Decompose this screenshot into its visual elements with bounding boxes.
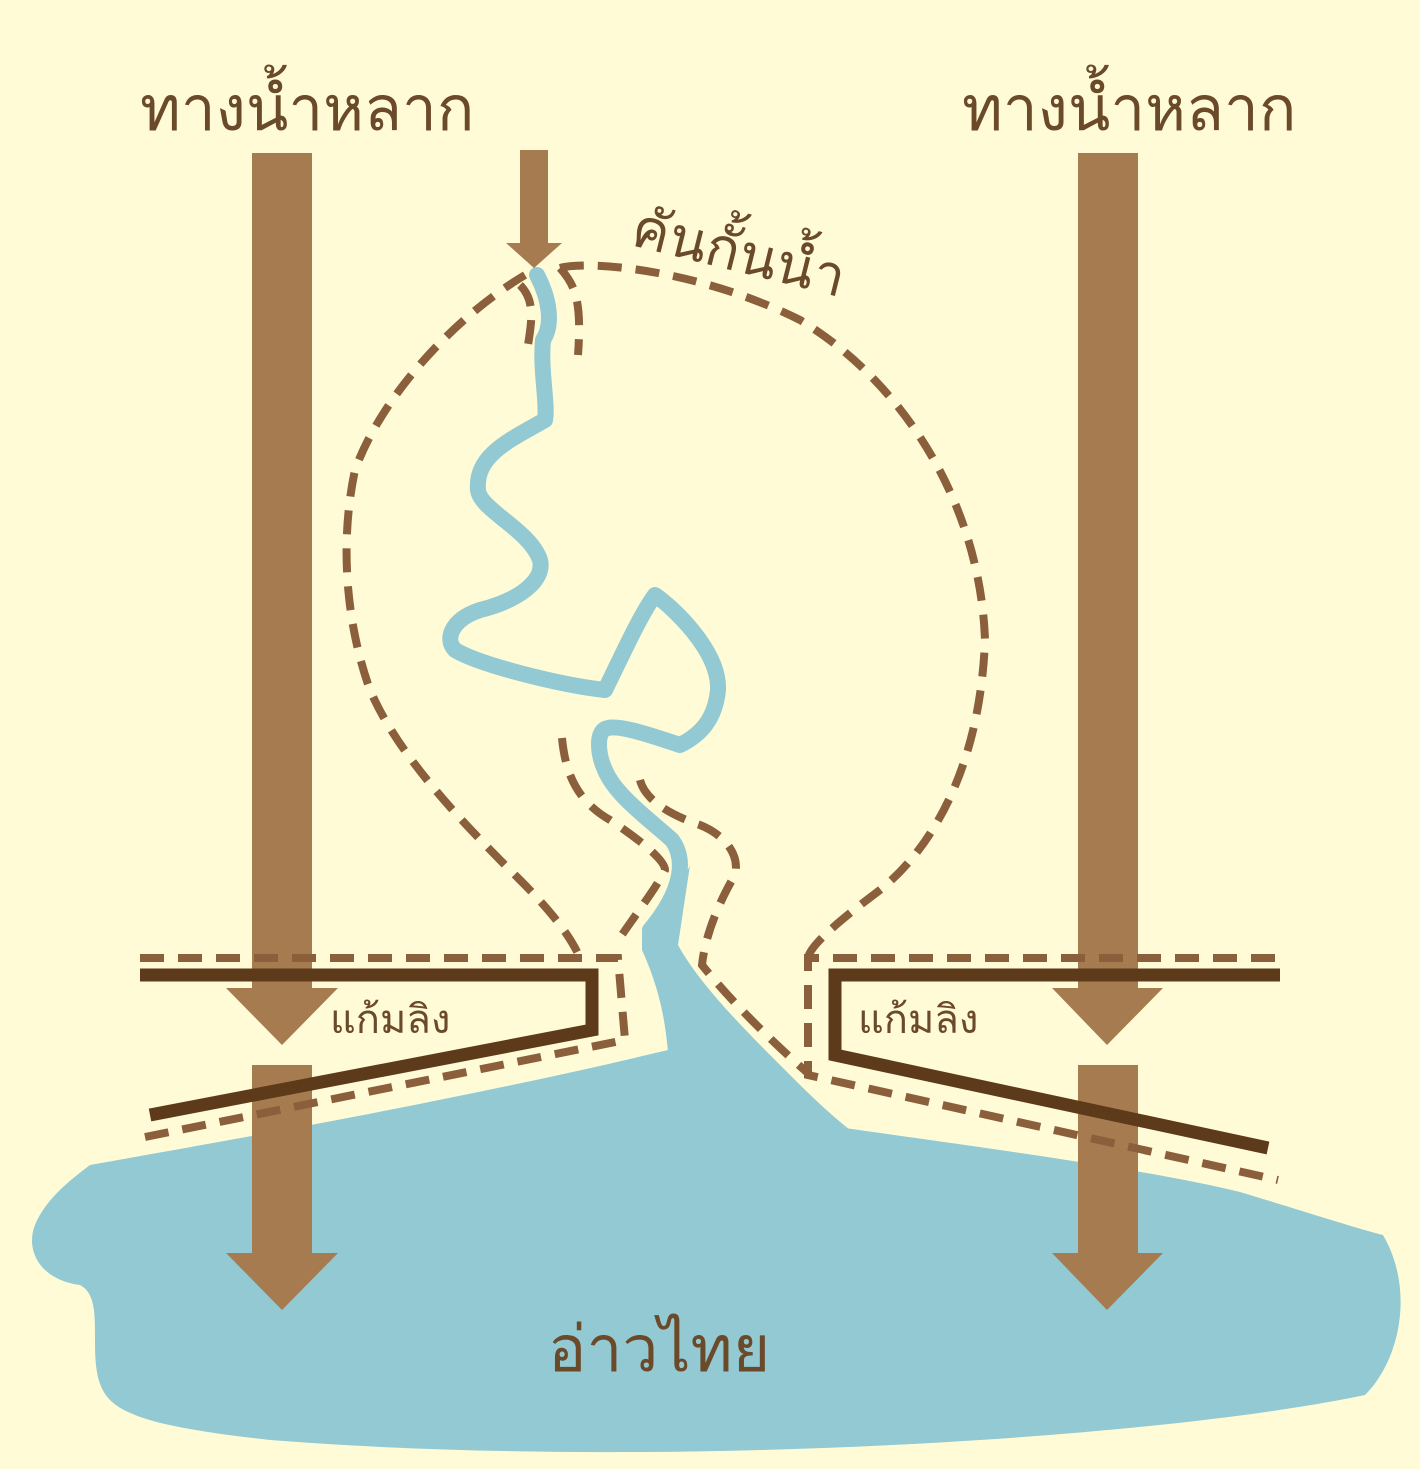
dike-ring <box>560 266 985 958</box>
floodway-label-right: ทางน้ำหลาก <box>962 78 1296 140</box>
gulf-water <box>32 1050 1401 1452</box>
dike-river-west <box>562 738 665 945</box>
monkey-cheek-label-left: แก้มลิง <box>330 1000 450 1040</box>
river <box>450 275 718 930</box>
monkey-cheek-label-right: แก้มลิง <box>858 1000 978 1040</box>
dike-inner-east <box>520 285 531 345</box>
dike-inner-west <box>560 268 579 355</box>
floodway-label-left: ทางน้ำหลาก <box>140 78 474 140</box>
gulf-label: อ่าวไทย <box>548 1318 770 1382</box>
inflow-arrow <box>506 150 562 268</box>
